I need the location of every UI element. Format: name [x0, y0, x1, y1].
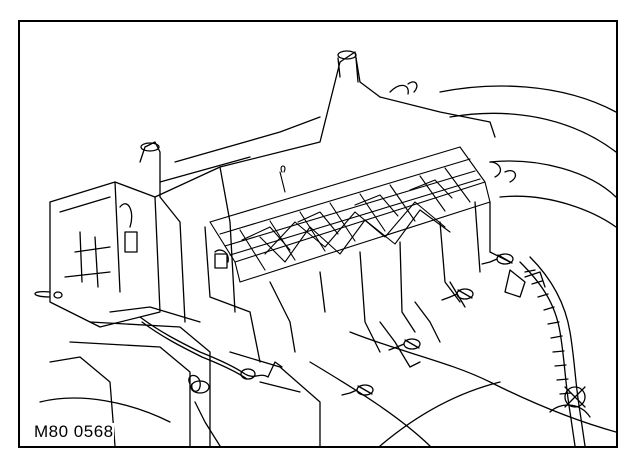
wiring-harness — [139, 316, 283, 380]
lattice-top-cover — [209, 146, 491, 283]
screw-icon — [388, 338, 421, 351]
figure-reference-code: M80 0568 — [34, 422, 114, 441]
housing-front-face — [204, 161, 517, 368]
cable-loom — [504, 256, 591, 446]
upper-housing-body — [139, 50, 496, 323]
illustration-frame: M80 0568 — [18, 20, 618, 448]
lower-housing — [39, 306, 321, 446]
fasteners — [188, 253, 514, 396]
screw-icon — [341, 384, 374, 396]
heater-housing-illustration — [34, 50, 616, 446]
screw-icon — [481, 253, 514, 265]
screw-icon — [441, 288, 474, 301]
left-housing-section — [34, 181, 161, 328]
clip-icon — [188, 374, 201, 392]
